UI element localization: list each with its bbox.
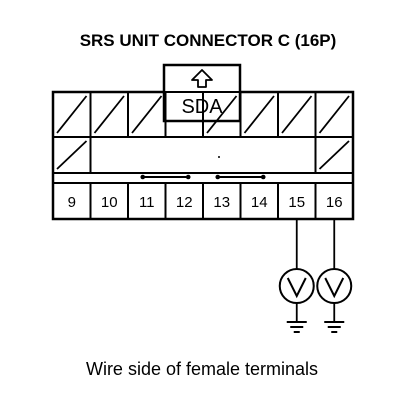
diagram-caption: Wire side of female terminals bbox=[86, 359, 318, 379]
top-cell-hatch bbox=[281, 95, 313, 134]
top-row bbox=[52, 91, 354, 138]
middle-cell-hatch bbox=[56, 140, 88, 170]
ground-icon bbox=[286, 321, 307, 333]
ground-icon bbox=[324, 321, 345, 333]
middle-row bbox=[52, 136, 354, 174]
top-cell-hatch bbox=[131, 95, 163, 134]
pin-number: 10 bbox=[101, 194, 118, 211]
top-cell-hatch bbox=[93, 95, 125, 134]
jumper-end bbox=[260, 174, 266, 180]
top-cell-hatch bbox=[318, 95, 350, 134]
pin-number: 12 bbox=[176, 194, 193, 211]
middle-cell-hatch bbox=[318, 140, 350, 170]
jumper-end bbox=[140, 174, 146, 180]
middle-cell-1 bbox=[52, 136, 92, 174]
jumper-end bbox=[215, 174, 221, 180]
pin-row: 9 10 11 12 13 14 15 16 bbox=[52, 182, 354, 220]
jumper-wires bbox=[140, 174, 266, 180]
pin-number: 15 bbox=[288, 194, 305, 211]
pin-number: 14 bbox=[251, 194, 268, 211]
top-cell-hatch bbox=[243, 95, 275, 134]
voltmeter-v-mark bbox=[324, 277, 345, 299]
diagram-title: SRS UNIT CONNECTOR C (16P) bbox=[80, 31, 337, 50]
center-dot bbox=[218, 156, 220, 158]
pin-number: 11 bbox=[139, 194, 155, 211]
pin-number: 13 bbox=[213, 194, 230, 211]
voltmeter-v-mark bbox=[286, 277, 307, 299]
pin-number: 9 bbox=[68, 194, 76, 211]
middle-cell-8 bbox=[314, 136, 354, 174]
top-cell-hatch bbox=[206, 95, 238, 134]
jumper-end bbox=[185, 174, 191, 180]
voltmeter-group bbox=[278, 219, 353, 333]
top-cell-hatch bbox=[56, 95, 88, 134]
pin-number: 16 bbox=[326, 194, 343, 211]
up-arrow-icon bbox=[191, 69, 213, 88]
